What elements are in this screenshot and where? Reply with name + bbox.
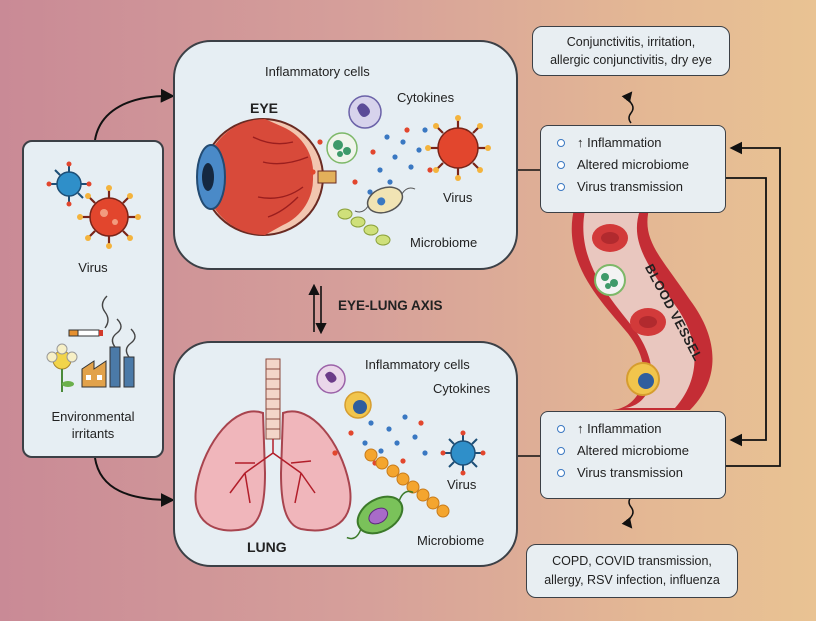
eye-virus-label: Virus bbox=[443, 190, 473, 205]
bacterium-icon bbox=[354, 186, 416, 214]
causes-panel: Virus Environmental irritants bbox=[22, 140, 164, 458]
virus-label: Virus bbox=[78, 260, 108, 275]
microbiome-chain-icon bbox=[364, 448, 450, 518]
eye-effect-microbiome: Altered microbiome bbox=[555, 154, 725, 176]
lung-inflammatory-cells-label: Inflammatory cells bbox=[365, 357, 470, 372]
cigarette-icon bbox=[68, 295, 109, 337]
virus-icon bbox=[440, 430, 486, 476]
lung-effect-inflammation: ↑ Inflammation bbox=[555, 418, 725, 440]
flower-icon bbox=[46, 343, 78, 392]
inflammatory-cell-icon bbox=[348, 95, 382, 129]
virus-icon bbox=[77, 185, 141, 249]
virus-icon bbox=[46, 161, 92, 207]
virus-icon bbox=[425, 115, 491, 181]
lung-outcomes-line1: COPD, COVID transmission, bbox=[552, 554, 712, 568]
eye-lung-axis-label: EYE-LUNG AXIS bbox=[338, 298, 443, 313]
eye-effects-box: ↑ Inflammation Altered microbiome Virus … bbox=[540, 125, 726, 213]
inflammatory-cell-icon bbox=[344, 391, 372, 419]
factory-icon bbox=[81, 318, 136, 388]
eye-effect-inflammation: ↑ Inflammation bbox=[555, 132, 725, 154]
bacterium-icon bbox=[346, 490, 414, 540]
lung-effect-virus-transmission: Virus transmission bbox=[555, 462, 725, 484]
microbiome-chain-icon bbox=[337, 208, 391, 246]
lung-virus-label: Virus bbox=[447, 477, 477, 492]
lung-title: LUNG bbox=[247, 539, 287, 555]
eyeball-icon bbox=[196, 118, 337, 236]
eye-outcomes-line2: allergic conjunctivitis, dry eye bbox=[550, 53, 712, 67]
lung-microbiome-label: Microbiome bbox=[417, 533, 485, 548]
eye-effect-virus-transmission: Virus transmission bbox=[555, 176, 725, 198]
cytokine-dots bbox=[310, 127, 433, 195]
eye-outcomes-line1: Conjunctivitis, irritation, bbox=[566, 35, 696, 49]
eye-inflammatory-cells-label: Inflammatory cells bbox=[265, 64, 370, 79]
eye-cytokines-label: Cytokines bbox=[397, 90, 455, 105]
cytokine-dots bbox=[332, 414, 428, 466]
inflammatory-cell-icon bbox=[316, 364, 346, 394]
eye-outcomes-box: Conjunctivitis, irritation, allergic con… bbox=[532, 26, 730, 76]
lung-effect-microbiome: Altered microbiome bbox=[555, 440, 725, 462]
lung-outcomes-line2: allergy, RSV infection, influenza bbox=[544, 573, 720, 587]
white-blood-cell-icon bbox=[594, 264, 626, 296]
eye-panel: EYE Inflammatory cells Cytokines Virus M… bbox=[173, 40, 518, 270]
lung-outcomes-box: COPD, COVID transmission, allergy, RSV i… bbox=[526, 544, 738, 598]
lung-panel: LUNG Inflammatory cells Cytokines Virus … bbox=[173, 341, 518, 567]
lung-illustration bbox=[194, 358, 486, 540]
eye-title: EYE bbox=[250, 100, 279, 116]
inflammatory-cell-icon bbox=[326, 132, 358, 164]
blood-vessel bbox=[571, 205, 713, 410]
eye-microbiome-label: Microbiome bbox=[410, 235, 478, 250]
environmental-irritants-label: Environmental irritants bbox=[51, 409, 135, 441]
eye-illustration bbox=[196, 95, 491, 246]
causes-illustration bbox=[46, 161, 141, 392]
lung-cytokines-label: Cytokines bbox=[433, 381, 491, 396]
lungs-icon bbox=[194, 358, 352, 532]
lung-effects-box: ↑ Inflammation Altered microbiome Virus … bbox=[540, 411, 726, 499]
